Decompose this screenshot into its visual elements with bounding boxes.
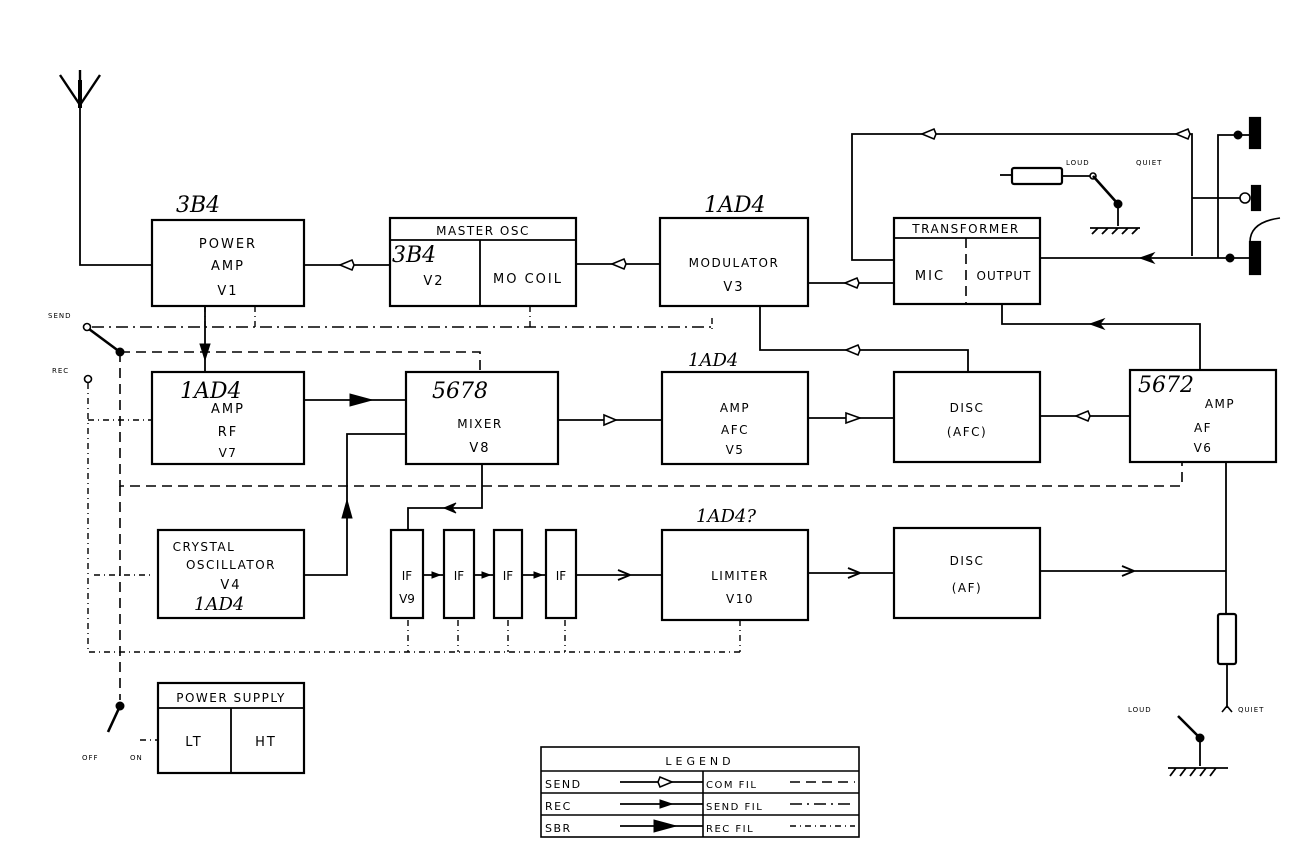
master-osc-block: MASTER OSC V2 MO COIL 3B4	[388, 216, 578, 308]
limiter-label-1: LIMITER	[711, 569, 769, 583]
power-amp-tube: 3B4	[176, 193, 220, 218]
afc-amp-tube: 1AD4	[688, 350, 738, 371]
crystal-osc-label-2: OSCILLATOR	[186, 558, 276, 572]
loud-label-top: LOUD	[1066, 159, 1090, 167]
if-1-tube: V9	[399, 592, 415, 606]
microphone-icon	[1248, 217, 1281, 276]
loud-quiet-switch-bottom[interactable]: LOUD QUIET	[1128, 612, 1264, 777]
ground-icon	[1090, 227, 1140, 235]
legend-com-fil-label: COM FIL	[706, 780, 757, 791]
power-switch[interactable]: OFF ON	[82, 701, 158, 762]
loud-quiet-switch-top[interactable]: LOUD QUIET	[1000, 159, 1162, 235]
power-supply-block: POWER SUPPLY LT HT	[156, 681, 306, 775]
legend-rec-fil-label: REC FIL	[706, 824, 754, 835]
afc-amp-label-2: AFC	[721, 423, 749, 437]
af-amp-tube: 5672	[1138, 373, 1194, 398]
legend-row-rec: REC SEND FIL	[545, 799, 855, 813]
if-1-label: IF	[402, 569, 413, 583]
mixer-block: MIXER V8 5678	[404, 370, 560, 466]
legend-row-sbr: SBR REC FIL	[545, 819, 855, 835]
crystal-osc-tube: 1AD4	[194, 594, 244, 615]
mixer-label-2: V8	[469, 441, 490, 456]
mo-coil-label: MO COIL	[493, 272, 563, 287]
if-4-label: IF	[556, 569, 567, 583]
master-osc-header: MASTER OSC	[436, 224, 530, 238]
disc-afc-block: DISC (AFC)	[892, 370, 1042, 464]
lt-label: LT	[185, 735, 202, 750]
quiet-label-top: QUIET	[1136, 159, 1162, 167]
legend: LEGEND SEND COM FIL REC SEND FIL SBR REC…	[540, 746, 860, 838]
transformer-block: TRANSFORMER MIC OUTPUT	[892, 216, 1042, 306]
modulator-label-2: V3	[723, 280, 744, 295]
afc-amp-label-1: AMP	[720, 401, 750, 415]
power-amp-label-2: AMP	[211, 259, 245, 274]
legend-send-label: SEND	[545, 778, 582, 791]
limiter-block: LIMITER V10 1AD4?	[660, 506, 810, 622]
crystal-osc-block: CRYSTAL OSCILLATOR V4 1AD4	[156, 528, 306, 620]
rf-amp-block: AMP RF V7 1AD4	[150, 370, 306, 466]
on-label: ON	[130, 754, 143, 762]
send-rec-switch[interactable]: SEND REC	[48, 312, 125, 384]
rf-amp-label-2: RF	[218, 425, 239, 440]
afc-amp-label-3: V5	[726, 443, 745, 457]
if-stage-2: IF	[442, 528, 476, 620]
disc-afc-label-1: DISC	[950, 401, 985, 415]
master-osc-tube: 3B4	[392, 243, 436, 268]
transformer-header: TRANSFORMER	[911, 222, 1019, 236]
send-label: SEND	[48, 312, 72, 320]
disc-afc-label-2: (AFC)	[947, 425, 987, 439]
disc-af-label-1: DISC	[950, 554, 985, 568]
crystal-osc-label-3: V4	[220, 578, 241, 593]
limiter-label-2: V10	[726, 592, 754, 606]
crystal-osc-label-1: CRYSTAL	[173, 540, 236, 554]
legend-sbr-label: SBR	[545, 822, 572, 835]
quiet-label-bottom: QUIET	[1238, 706, 1264, 714]
power-amp-label-1: POWER	[199, 237, 257, 252]
if-stage-4: IF	[544, 528, 578, 620]
off-label: OFF	[82, 754, 99, 762]
rf-amp-tube: 1AD4	[180, 379, 242, 404]
legend-rec-label: REC	[545, 800, 572, 813]
legend-send-fil-label: SEND FIL	[706, 802, 763, 813]
disc-af-block: DISC (AF)	[892, 526, 1042, 620]
af-amp-label-3: V6	[1194, 441, 1213, 455]
mic-label: MIC	[915, 269, 945, 284]
if-stage-1: IF V9	[389, 528, 425, 620]
power-amp-label-3: V1	[217, 284, 238, 299]
rf-amp-label-3: V7	[219, 446, 238, 460]
master-osc-v2: V2	[423, 274, 444, 289]
if-3-label: IF	[503, 569, 514, 583]
modulator-tube: 1AD4	[704, 193, 766, 218]
disc-af-label-2: (AF)	[952, 581, 982, 595]
legend-row-send: SEND COM FIL	[545, 775, 855, 791]
ht-label: HT	[255, 735, 277, 750]
ground-icon	[1168, 767, 1228, 777]
af-amp-block: AMP AF V6 5672	[1128, 368, 1278, 464]
rf-amp-label-1: AMP	[211, 402, 245, 417]
modulator-block: MODULATOR V3 1AD4	[658, 193, 810, 308]
af-amp-label-2: AF	[1194, 421, 1212, 435]
modulator-label-1: MODULATOR	[689, 256, 780, 270]
if-stage-3: IF	[492, 528, 524, 620]
rec-label: REC	[52, 367, 69, 375]
power-amp-block: POWER AMP V1 3B4	[150, 193, 306, 308]
earphone-icon	[1248, 116, 1262, 212]
mixer-tube: 5678	[432, 379, 488, 404]
limiter-tube: 1AD4?	[696, 506, 756, 527]
power-supply-header: POWER SUPPLY	[176, 691, 286, 705]
mixer-label-1: MIXER	[457, 417, 503, 431]
afc-amp-block: AMP AFC V5 1AD4	[660, 350, 810, 466]
loud-label-bottom: LOUD	[1128, 706, 1152, 714]
output-label: OUTPUT	[977, 269, 1032, 283]
af-amp-label-1: AMP	[1205, 397, 1235, 411]
antenna-icon	[59, 70, 152, 266]
legend-title: LEGEND	[665, 755, 734, 768]
if-2-label: IF	[454, 569, 465, 583]
